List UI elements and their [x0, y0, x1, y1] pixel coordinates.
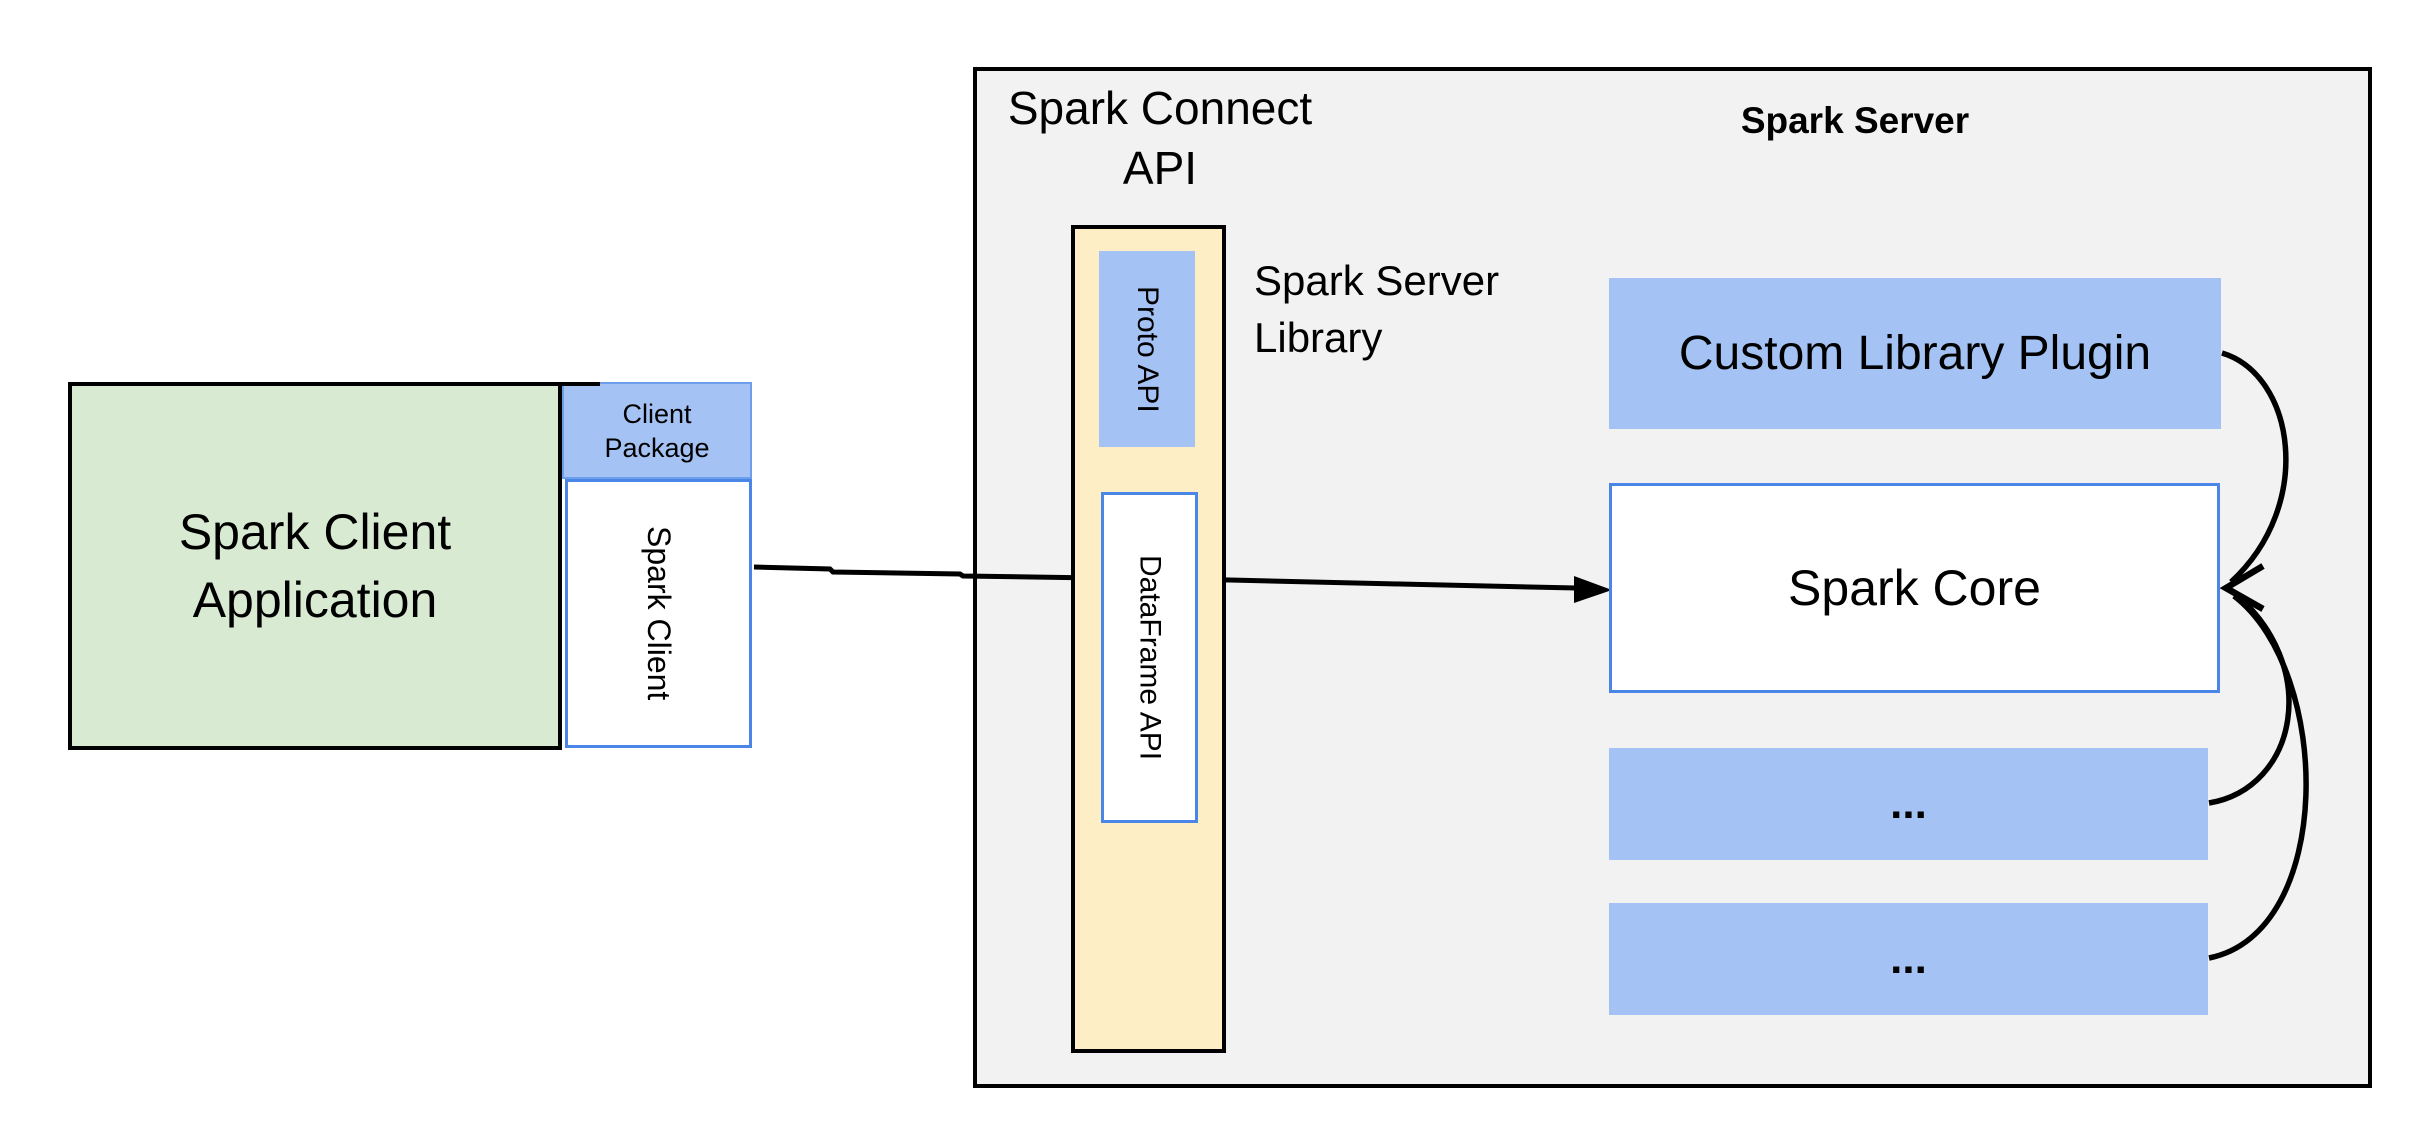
- spark-server-title: Spark Server: [1740, 100, 1970, 141]
- dataframe-api-box: DataFrame API: [1101, 492, 1198, 823]
- server-extension-box-1: ...: [1609, 748, 2208, 860]
- client-to-core-arrow-line: [753, 564, 1577, 591]
- dataframe-api-label: DataFrame API: [1133, 554, 1167, 761]
- custom-library-plugin-box: Custom Library Plugin: [1609, 278, 2221, 429]
- server-extension-box-2: ...: [1609, 903, 2208, 1015]
- spark-core-label: Spark Core: [1788, 560, 2041, 616]
- client-to-core-arrowhead-icon: [1574, 576, 1612, 603]
- curves-arrowhead-icon: [2219, 563, 2265, 612]
- dots1-to-core-curve: [2208, 589, 2292, 806]
- client-package-box: Client Package: [562, 382, 752, 479]
- custom-library-plugin-label: Custom Library Plugin: [1678, 327, 2152, 380]
- server-extension-box-2-label: ...: [1890, 934, 1927, 983]
- green-box-top-border-tick: [562, 382, 600, 386]
- server-extension-box-1-label: ...: [1890, 779, 1927, 828]
- proto-api-label: Proto API: [1131, 285, 1164, 413]
- spark-client-application-label: Spark Client Application: [178, 504, 452, 628]
- spark-core-box: Spark Core: [1609, 483, 2220, 693]
- spark-client-application-box: Spark Client Application: [68, 382, 562, 750]
- spark-server-library-label: Spark Server Library: [1254, 257, 1500, 361]
- proto-api-box: Proto API: [1099, 251, 1195, 447]
- dots2-to-core-curve: [2208, 593, 2309, 961]
- spark-client-label: Spark Client: [641, 526, 677, 701]
- spark-client-box: Spark Client: [565, 479, 752, 748]
- spark-connect-api-label: Spark Connect API: [1007, 82, 1313, 194]
- client-package-label: Client Package: [604, 398, 710, 463]
- plugin-to-core-curve: [2221, 350, 2289, 585]
